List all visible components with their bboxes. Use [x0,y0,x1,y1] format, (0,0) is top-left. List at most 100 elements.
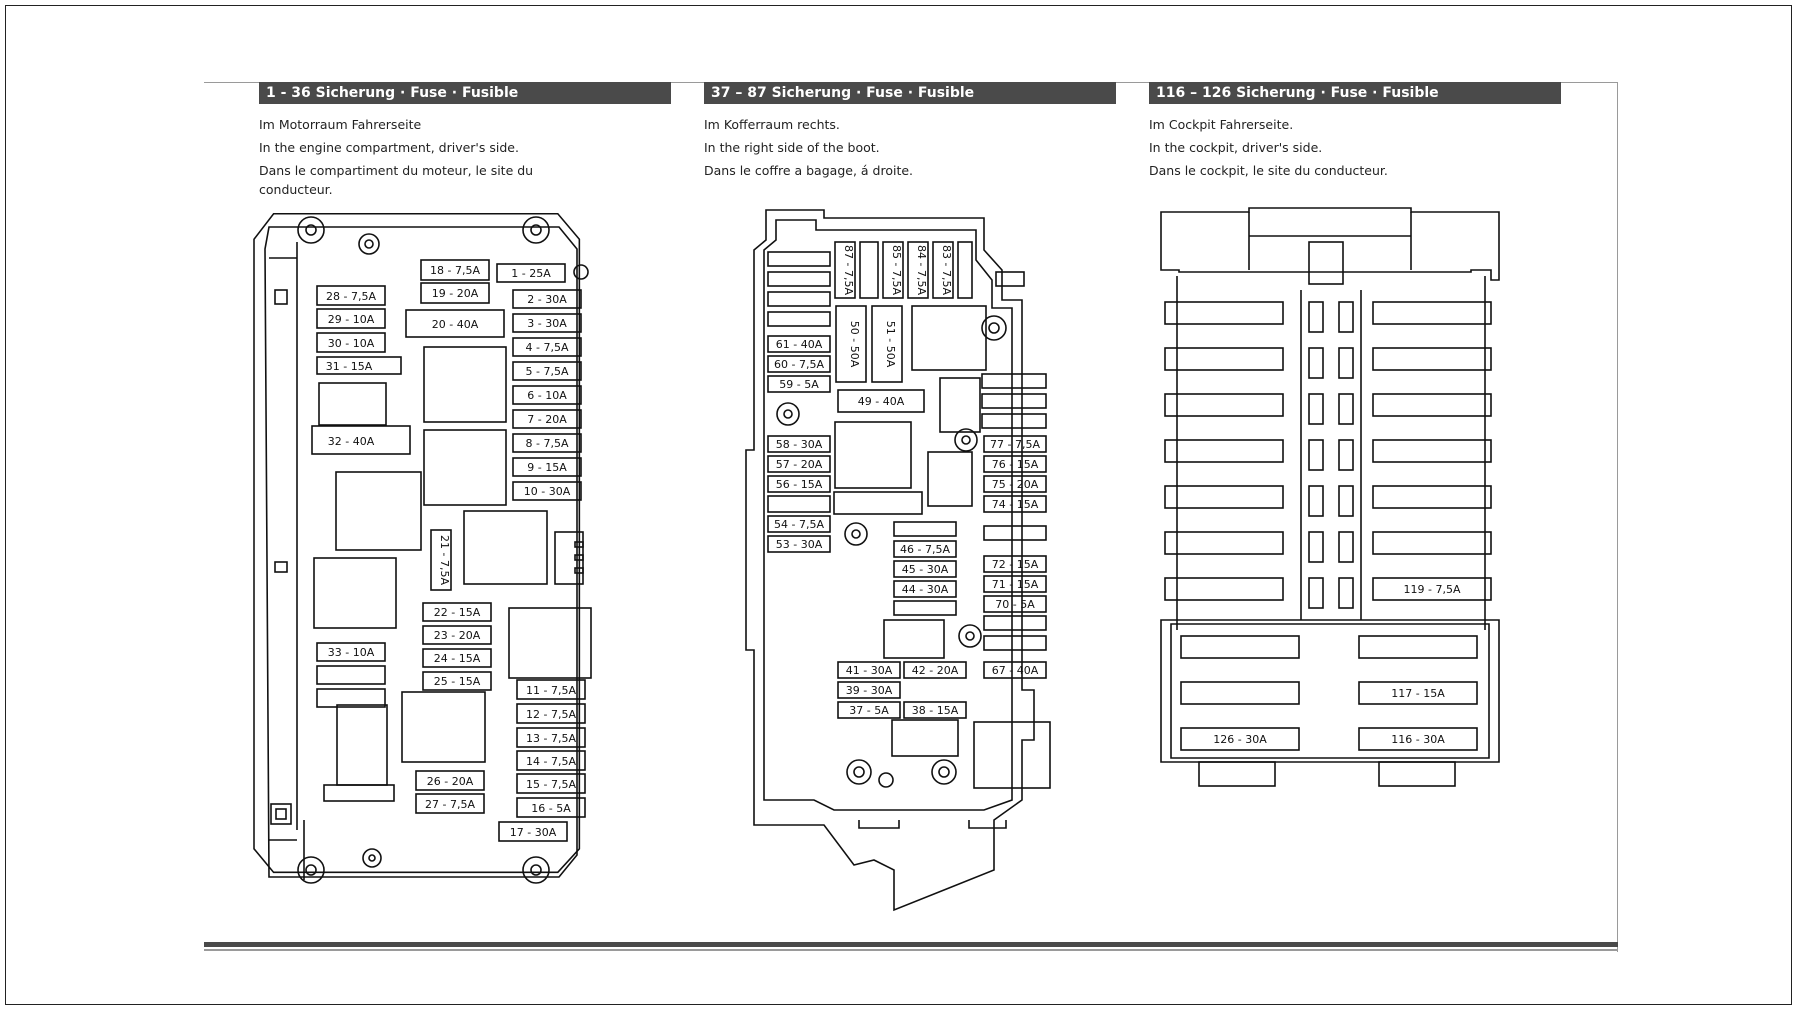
fuse-14-label: 14 - 7,5A [526,755,576,768]
fuse-11 [516,679,586,700]
fuse-59 [767,375,831,393]
fuse-67 [983,661,1047,679]
fuse-25 [422,671,492,691]
fuse-39-label: 39 - 30A [846,684,893,697]
fuse-61-label: 61 - 40A [776,338,823,351]
fuse-12-label: 12 - 7,5A [526,708,576,721]
relay [336,704,388,786]
relay [927,451,973,507]
fuse-slot [767,311,831,327]
fuse-19-label: 19 - 20A [432,287,479,300]
boot-fusebox-diagram: 87 - 7,5A 85 - 7,5A 84 - 7,5A 83 - 7,5A … [745,209,1051,912]
fuse-17-label: 17 - 30A [510,826,557,839]
relay [423,429,507,506]
fuse-1-label: 1 - 25A [511,267,551,280]
mini-fuse [1338,439,1354,471]
fuse-slot [1164,347,1284,371]
fuse-28-label: 28 - 7,5A [326,290,376,303]
fuse-16-label: 16 - 5A [531,802,571,815]
relay [891,719,959,757]
mini-fuse [1308,393,1324,425]
document-frame: 1 - 36 Sicherung · Fuse · Fusible Im Mot… [5,5,1792,1005]
fuse-54 [767,515,831,533]
connector-foot [968,820,1007,829]
box-outline [253,212,581,874]
box-bottom-inner [1170,623,1490,759]
fuse-10-label: 10 - 30A [524,485,571,498]
mini-fuse [1308,347,1324,379]
fuse-126 [1180,727,1300,751]
fuse-29-label: 29 - 10A [328,313,375,326]
mount-hole [878,772,894,788]
fuse-slot [1372,301,1492,325]
relay [318,382,387,426]
fuse-37-label: 37 - 5A [849,704,889,717]
mini-fuse-column [1300,290,1362,620]
fuse-9-label: 9 - 15A [527,461,567,474]
desc-line-de: Im Kofferraum rechts. [704,117,840,132]
fuse-3 [512,313,582,333]
mount-hole [958,624,982,648]
mount-hole [358,233,380,255]
section-header: 116 – 126 Sicherung · Fuse · Fusible [1149,82,1561,104]
fuse-14 [516,750,586,771]
section-header: 37 – 87 Sicherung · Fuse · Fusible [704,82,1116,104]
relay [883,619,945,659]
fuse-41 [837,661,901,679]
desc-line-en: In the cockpit, driver's side. [1149,140,1323,155]
mount-hole [305,224,317,236]
fuse-18-label: 18 - 7,5A [430,264,480,277]
connector [274,561,288,573]
connector-foot [858,820,900,829]
box-top-outline [1160,207,1500,281]
mount-hole [981,315,1007,341]
relay [1308,241,1344,285]
fuse-84-label: 84 - 7,5A [915,245,928,295]
fuse-slot [1164,485,1284,509]
connector [275,808,287,820]
mount-hole [305,864,317,876]
fuse-slot [1372,439,1492,463]
mini-fuse [1338,577,1354,609]
fuse-5-label: 5 - 7,5A [526,365,569,378]
fuse-75-label: 75 - 20A [992,478,1039,491]
fuse-49-label: 49 - 40A [858,395,905,408]
desc-line-de: Im Cockpit Fahrerseite. [1149,117,1294,132]
fuse-11-label: 11 - 7,5A [526,684,576,697]
fuse-30-label: 30 - 10A [328,337,375,350]
relay [463,510,548,585]
page-bottom-rule-thin [204,949,1618,951]
connector [274,289,288,305]
fuse-119 [1372,577,1492,601]
fuse-slot [316,688,386,708]
fuse-21-label: 21 - 7,5A [438,535,451,585]
box-inner-outline [763,219,1013,811]
mount-tab [1198,761,1276,787]
fuse-44 [893,580,957,598]
desc-line-fr: Dans le compartiment du moteur, le site … [259,163,534,178]
fuse-45-label: 45 - 30A [902,563,949,576]
mount-hole [522,216,550,244]
fuse-57 [767,455,831,473]
fuse-slot [1372,531,1492,555]
fuse-33 [316,642,386,662]
fuse-3-label: 3 - 30A [527,317,567,330]
section-boot-fusebox: 37 – 87 Sicherung · Fuse · Fusible Im Ko… [704,82,1124,942]
mini-fuse [1338,393,1354,425]
fuse-10 [512,481,582,501]
fuse-75 [983,475,1047,493]
mini-fuse [1338,485,1354,517]
fuse-slot [1180,635,1300,659]
fuse-15 [516,773,586,794]
fuse-slot [957,241,973,299]
fuse-8-label: 8 - 7,5A [526,437,569,450]
connector [270,803,292,825]
mount-hole [530,224,542,236]
fuse-2-label: 2 - 30A [527,293,567,306]
fuse-6 [512,385,582,405]
fuse-57-label: 57 - 20A [776,458,823,471]
desc-line-en: In the right side of the boot. [704,140,880,155]
fuse-slot [983,635,1047,651]
fuse-row-left [1164,301,1284,601]
fuse-8 [512,433,582,453]
